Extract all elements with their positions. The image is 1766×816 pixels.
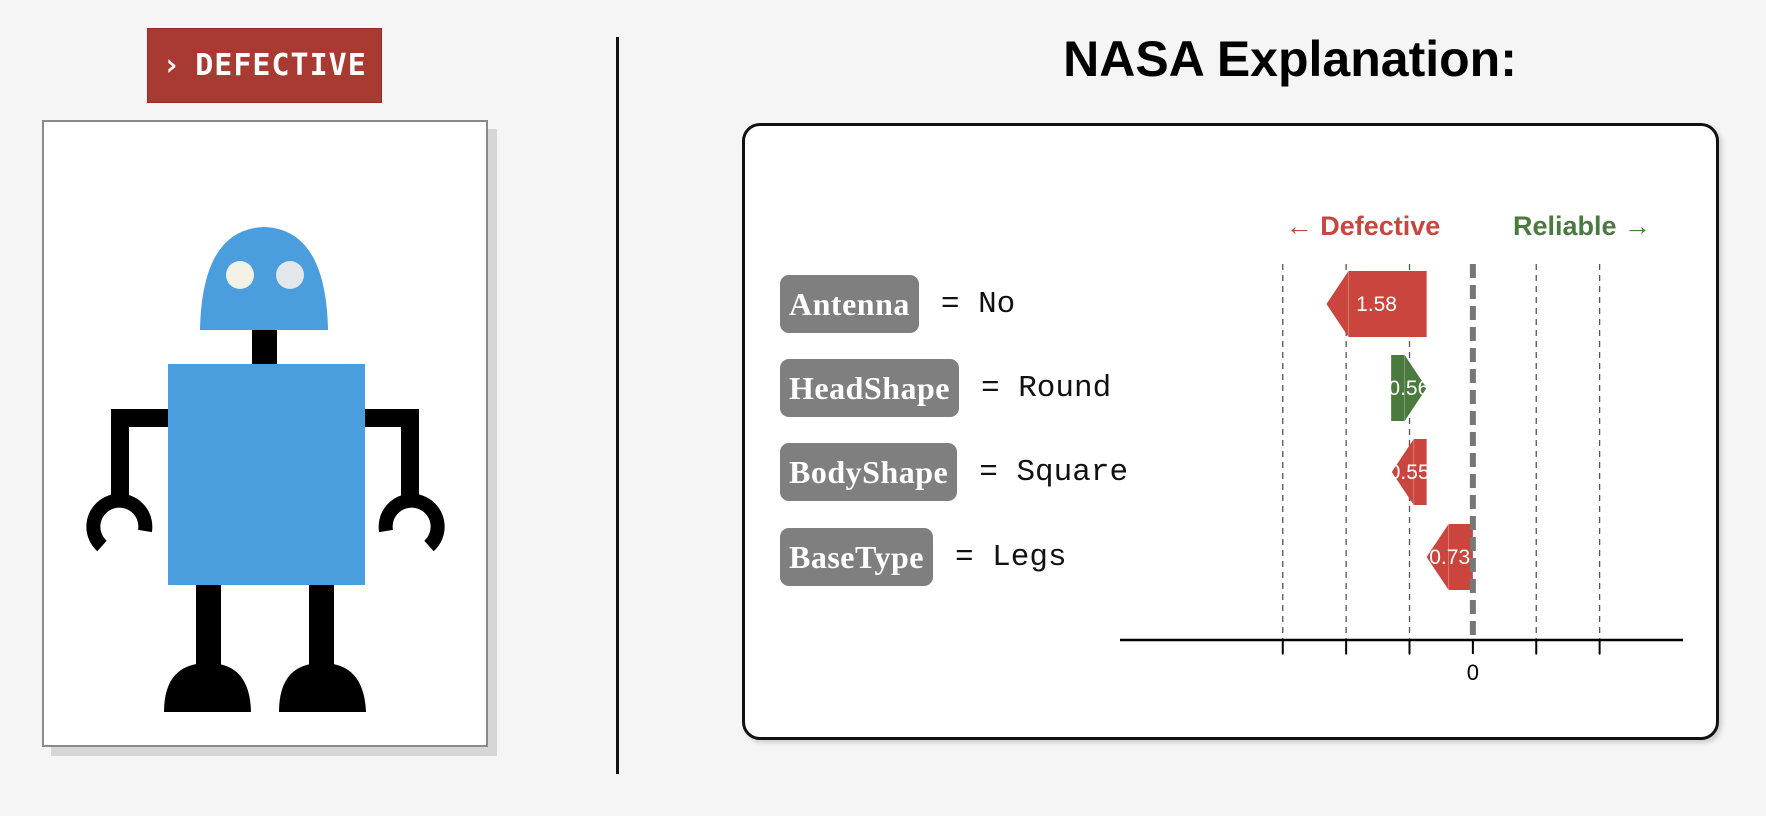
feature-row: BaseType = Legs: [780, 528, 1067, 586]
robot-body: [168, 364, 365, 585]
robot-arm-right: [357, 409, 419, 498]
direction-label-reliable: Reliable →: [1513, 211, 1651, 241]
bar-value-label: 0.55: [1389, 461, 1430, 484]
feature-name-badge: Antenna: [780, 275, 919, 333]
prediction-label: DEFECTIVE: [195, 48, 367, 83]
contribution-bar: [1326, 271, 1427, 337]
feature-row: Antenna = No: [780, 275, 1015, 333]
robot-foot-right: [279, 663, 366, 712]
robot-arm-left: [111, 409, 173, 498]
feature-value: = Round: [980, 370, 1112, 406]
feature-name-badge: BaseType: [780, 528, 933, 586]
robot-claw-right: [378, 493, 445, 552]
contribution-bar: [1391, 355, 1427, 421]
robot-eye-right: [276, 261, 304, 289]
x-tick-label: 0: [1467, 660, 1479, 685]
contribution-bar: [1391, 439, 1427, 505]
robot-eye-left: [226, 261, 254, 289]
explanation-title: NASA Explanation:: [1063, 31, 1517, 87]
prediction-badge: › DEFECTIVE: [147, 28, 382, 103]
feature-value: = Square: [979, 454, 1129, 490]
chevron-right-icon: ›: [162, 48, 182, 83]
vertical-divider: [616, 37, 619, 774]
robot-claw-left: [86, 493, 153, 552]
robot-leg-right: [309, 585, 334, 665]
feature-name-badge: BodyShape: [780, 443, 958, 501]
bar-value-label: 1.58: [1356, 293, 1397, 316]
feature-value: = No: [940, 286, 1016, 322]
robot-foot-left: [164, 663, 251, 712]
robot-leg-left: [196, 585, 221, 665]
robot-card: [42, 120, 488, 747]
feature-row: HeadShape = Round: [780, 359, 1111, 417]
contribution-chart: 1.58 0.56 0.55 0.73 0 ← Defective Reliable →: [1120, 211, 1683, 685]
robot-head: [200, 227, 328, 330]
bar-value-label: 0.73: [1429, 546, 1470, 569]
direction-label-defective: ← Defective: [1286, 211, 1441, 241]
robot-neck: [252, 330, 277, 364]
robot-icon: [86, 227, 445, 712]
contribution-bar: [1426, 524, 1473, 590]
feature-name-badge: HeadShape: [780, 359, 959, 417]
bar-value-label: 0.56: [1388, 377, 1429, 400]
feature-value: = Legs: [954, 539, 1067, 575]
feature-row: BodyShape = Square: [780, 443, 1128, 501]
